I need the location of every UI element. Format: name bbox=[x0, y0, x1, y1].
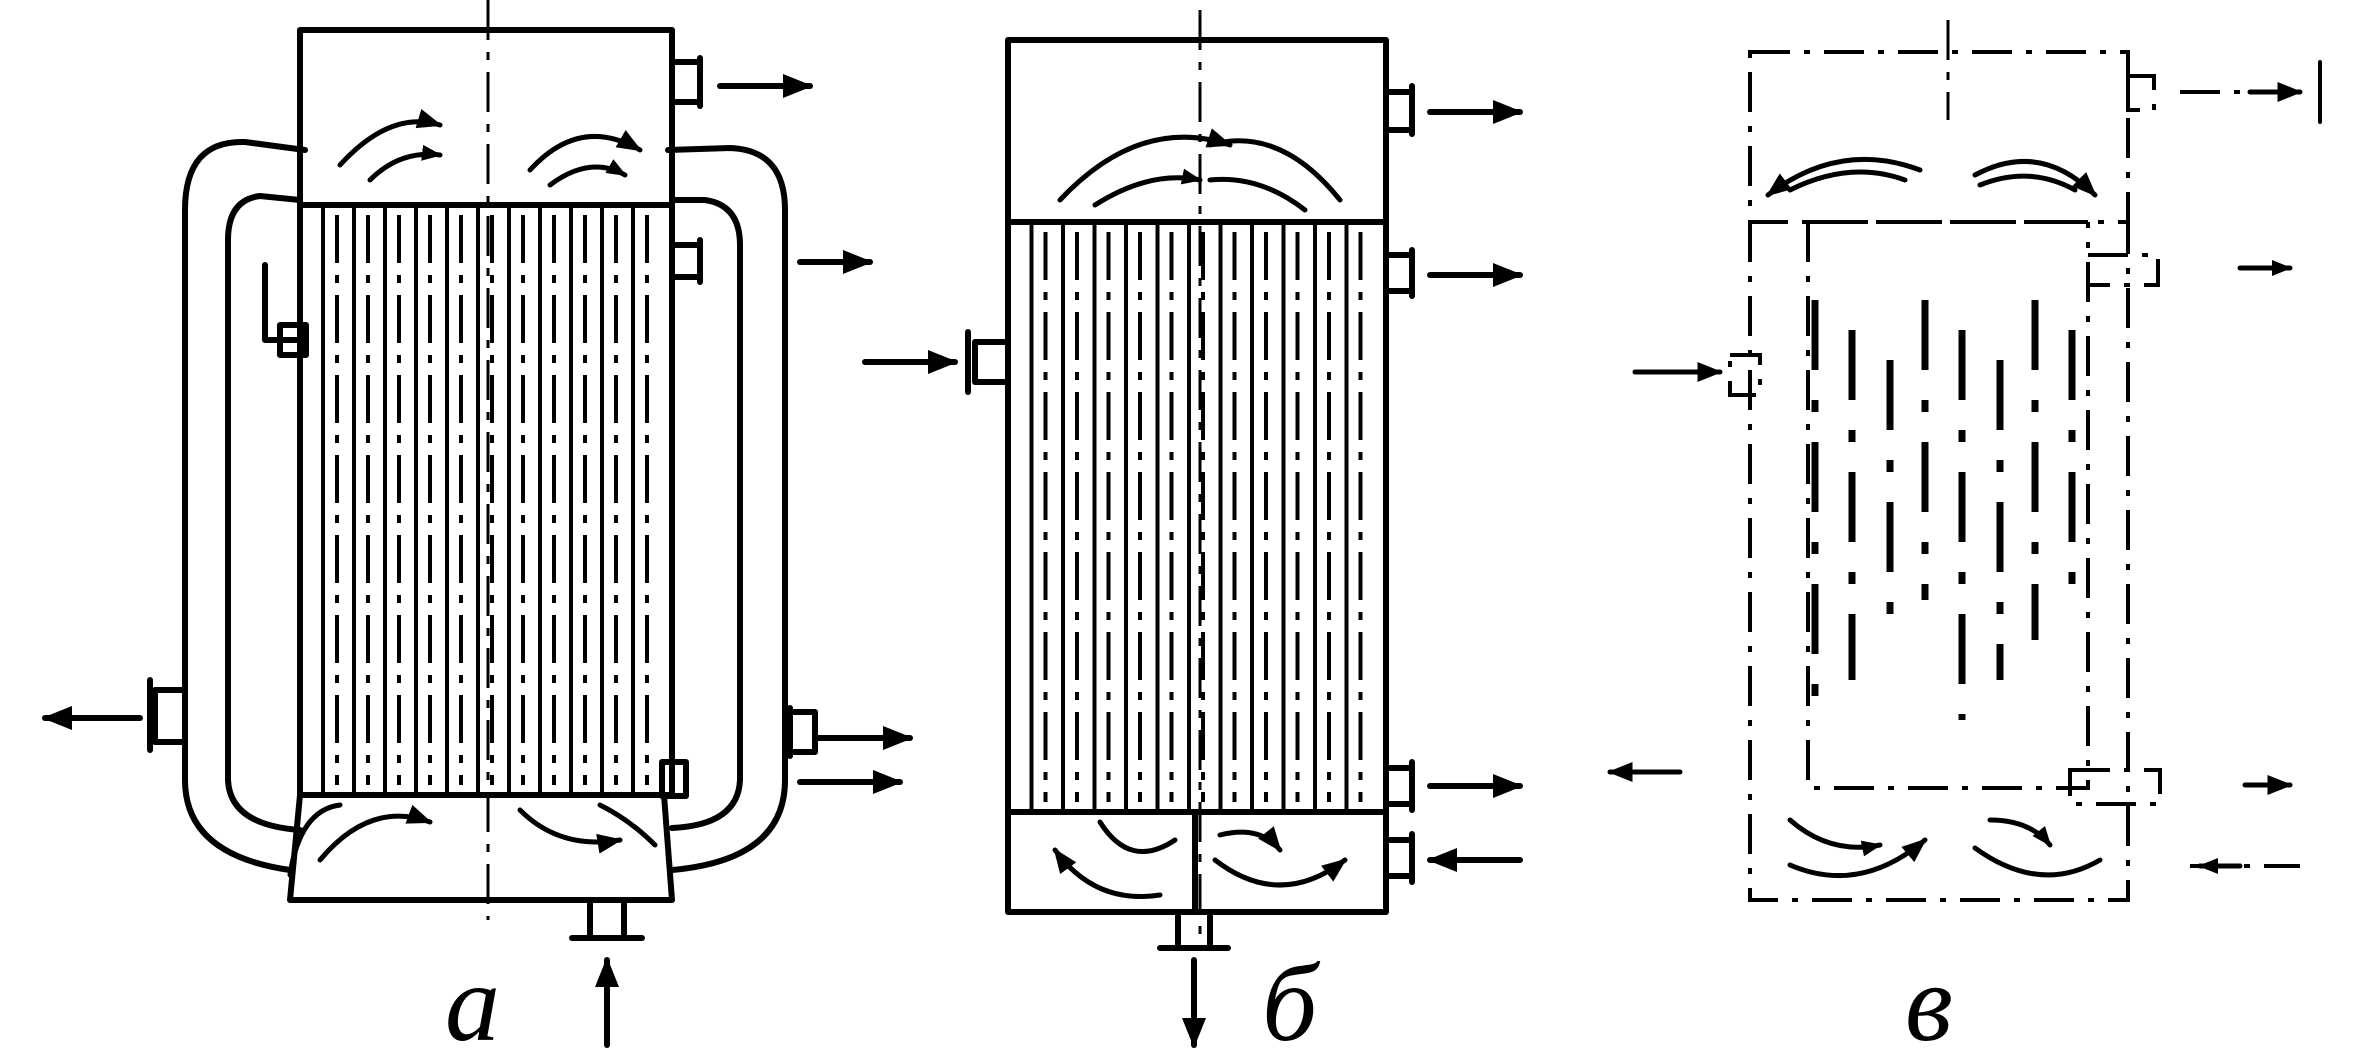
c-flow-arc bbox=[1787, 837, 1928, 879]
b-flow-arc bbox=[1217, 826, 1283, 853]
a-tube-bundle bbox=[321, 203, 649, 797]
a-bypass-right-outer bbox=[665, 145, 788, 873]
b-nozzle-bottom-right bbox=[1383, 837, 1415, 879]
c-flow-arc bbox=[1977, 173, 2078, 193]
b-flow-arc bbox=[1057, 128, 1233, 203]
b-nozzle-top bbox=[1383, 89, 1415, 133]
a-nozzle-top bbox=[669, 59, 703, 105]
a-flow-arc bbox=[547, 159, 628, 188]
a-vent-pipe bbox=[262, 262, 303, 343]
caption-b: б bbox=[1262, 942, 1321, 1056]
a-top-chamber bbox=[297, 27, 675, 208]
c-flow-arc bbox=[1987, 817, 2053, 848]
a-nozzle-left bbox=[152, 687, 188, 745]
caption-c: в bbox=[1905, 942, 1953, 1056]
b-flow-arc bbox=[1207, 176, 1308, 213]
a-flow-arc bbox=[337, 108, 443, 168]
a-nozzle-upper-right bbox=[669, 242, 703, 280]
caption-a: а bbox=[445, 942, 500, 1056]
diagram-c: в bbox=[1607, 20, 2322, 1056]
b-nozzle-upper bbox=[1383, 252, 1415, 294]
a-flow-arc bbox=[597, 802, 658, 848]
a-nozzle-left-inner bbox=[277, 322, 309, 358]
a-flow-arc bbox=[287, 802, 343, 878]
a-flow-arc bbox=[527, 130, 643, 173]
b-nozzle-bottom bbox=[1175, 909, 1213, 951]
a-bypass-left-inner bbox=[225, 193, 303, 833]
a-flow-arc bbox=[517, 807, 623, 854]
c-flow-arc bbox=[1972, 158, 2098, 198]
c-nozzle-lower bbox=[2068, 768, 2162, 806]
b-nozzle-left bbox=[972, 339, 1011, 385]
c-nozzle-left bbox=[1728, 353, 1762, 397]
c-top-chamber bbox=[1748, 50, 2130, 224]
a-nozzle-right bbox=[782, 709, 818, 755]
a-nozzle-lower-right bbox=[659, 759, 689, 799]
c-flow-arc bbox=[1787, 817, 1883, 857]
a-flow-arc bbox=[367, 144, 443, 183]
c-flow-arc bbox=[1787, 169, 1908, 193]
c-floating-head-shell bbox=[1806, 222, 2090, 790]
c-nozzle-upper bbox=[2086, 253, 2160, 287]
b-flow-arc bbox=[1097, 819, 1178, 855]
diagram-b: б bbox=[862, 10, 1523, 1056]
a-flow-arc bbox=[317, 804, 433, 863]
b-flow-arc bbox=[1092, 168, 1203, 208]
c-flow-arc bbox=[1972, 845, 2103, 878]
b-flow-arc bbox=[1207, 138, 1343, 203]
b-flow-arc bbox=[1212, 857, 1348, 888]
b-flow-arc bbox=[1052, 847, 1163, 900]
diagram-a: а bbox=[42, 0, 913, 1056]
a-bypass-right-inner bbox=[669, 197, 743, 831]
b-nozzle-lower bbox=[1383, 765, 1415, 807]
b-tube-bundle bbox=[1029, 220, 1363, 814]
c-flow-arc bbox=[1765, 156, 1923, 198]
c-nozzle-top bbox=[2126, 74, 2156, 112]
c-tube-bundle bbox=[1811, 300, 2076, 720]
a-bypass-left-outer bbox=[182, 138, 308, 873]
a-nozzle-bottom bbox=[587, 897, 627, 941]
